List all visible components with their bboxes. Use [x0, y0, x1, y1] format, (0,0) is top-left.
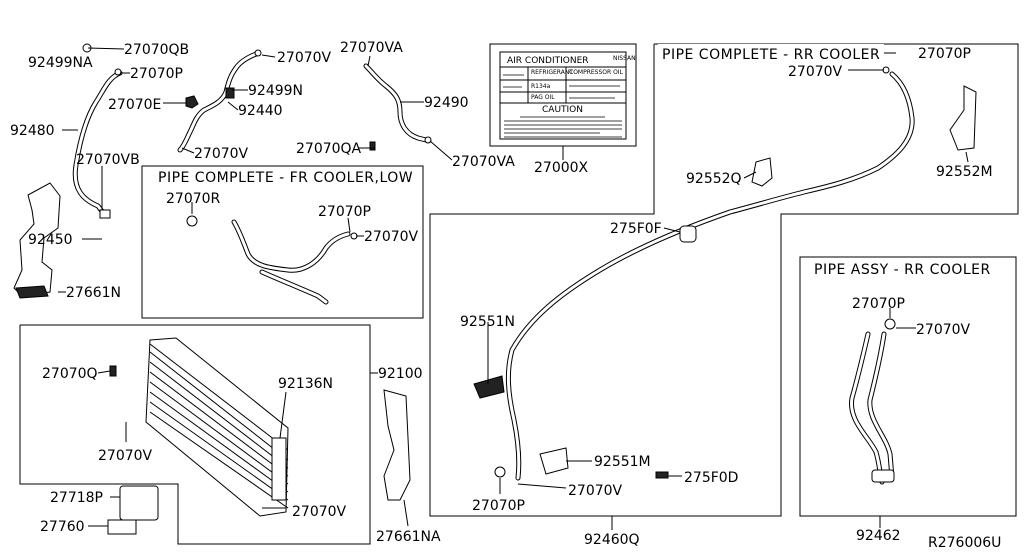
label-92450: 92450	[28, 232, 73, 248]
label-27070v-h: 27070V	[292, 504, 347, 520]
label-27070e: 27070E	[108, 97, 161, 113]
label-27070va-a: 27070VA	[340, 40, 403, 56]
label-27760: 27760	[40, 519, 85, 535]
label-27661n: 27661N	[66, 285, 121, 301]
label-27070r: 27070R	[166, 191, 221, 207]
ac-label-row1: R134a	[531, 83, 551, 90]
pipe-92480-drawing	[72, 43, 123, 219]
label-27718p: 27718P	[50, 490, 103, 506]
bracket-92552q-drawing	[751, 157, 773, 187]
rr-pipe-assy-box: PIPE ASSY - RR COOLER	[799, 256, 1017, 517]
label-27070vb: 27070VB	[76, 152, 140, 168]
bolt-275f0d-drawing	[655, 471, 669, 479]
leader-lines	[58, 47, 969, 530]
rr-cooler-title: PIPE COMPLETE - RR COOLER	[662, 47, 880, 63]
label-92499n: 92499N	[248, 83, 303, 99]
label-92552m: 92552M	[936, 164, 993, 180]
clamp-275f0f-drawing	[679, 225, 697, 243]
label-27070qb: 27070QB	[124, 42, 189, 58]
bracket-27718p-drawing	[107, 485, 159, 535]
ac-label-brand: NISSAN	[613, 55, 636, 62]
label-27661na: 27661NA	[376, 529, 441, 545]
condenser-drawing	[109, 337, 289, 517]
label-27070v-d: 27070V	[788, 64, 843, 80]
ac-label-row2: PAG OIL	[531, 94, 555, 101]
label-27070p-c: 27070P	[918, 46, 971, 62]
label-92551m: 92551M	[594, 454, 651, 470]
condenser-box	[19, 324, 371, 545]
label-27070p-b: 27070P	[318, 204, 371, 220]
rr-cooler-box: PIPE COMPLETE - RR COOLER	[429, 43, 1019, 517]
diagram-ref-code: R276006U	[928, 535, 1001, 551]
label-92499na: 92499NA	[28, 55, 93, 71]
label-27000x: 27000X	[534, 160, 589, 176]
label-27070q: 27070Q	[42, 366, 98, 382]
fr-cooler-box: PIPE COMPLETE - FR COOLER,LOW	[141, 165, 424, 319]
label-27070qa: 27070QA	[296, 141, 362, 157]
ac-label: AIR CONDITIONER NISSAN REFRIGERANT COMPR…	[489, 43, 637, 147]
ac-label-col2: COMPRESSOR OIL	[569, 69, 624, 76]
bracket-92551n-drawing	[473, 375, 505, 399]
part-labels: 27070QB 92499NA 27070P 27070E 92480 2707…	[10, 40, 1001, 551]
label-92460q: 92460Q	[584, 532, 640, 548]
bracket-92551m-drawing	[539, 447, 569, 475]
ac-label-col1: REFRIGERANT	[531, 69, 573, 76]
ac-label-caution: CAUTION	[542, 105, 583, 115]
pipe-assy-92462-drawing	[849, 318, 896, 485]
label-27070v-e: 27070V	[568, 483, 623, 499]
label-92462: 92462	[856, 528, 901, 544]
label-27070v-g: 27070V	[98, 448, 153, 464]
label-275f0d: 275F0D	[684, 470, 738, 486]
label-27070v-c: 27070V	[364, 229, 419, 245]
block-27070e-drawing	[185, 95, 199, 109]
pipe-fr-cooler-drawing	[186, 215, 358, 305]
pipe-92490-drawing	[363, 63, 432, 151]
label-27070v-f: 27070V	[916, 322, 971, 338]
ac-label-title: AIR CONDITIONER	[507, 56, 589, 66]
bracket-27661n-drawing	[13, 182, 61, 299]
label-27070v-a: 27070V	[277, 50, 332, 66]
label-27070p-a: 27070P	[130, 66, 183, 82]
fr-cooler-title: PIPE COMPLETE - FR COOLER,LOW	[158, 170, 413, 186]
bracket-92552m-drawing	[949, 85, 977, 151]
bracket-27661na-drawing	[383, 389, 411, 501]
label-92100: 92100	[378, 366, 423, 382]
label-92440: 92440	[238, 103, 283, 119]
label-92480: 92480	[10, 123, 55, 139]
pipe-92440-drawing	[177, 49, 262, 153]
pipe-rr-cooler-drawing	[494, 66, 915, 481]
label-275f0f: 275F0F	[610, 221, 662, 237]
label-27070v-b: 27070V	[194, 146, 249, 162]
label-92490: 92490	[424, 95, 469, 111]
label-92136n: 92136N	[278, 376, 333, 392]
label-27070va-b: 27070VA	[452, 154, 515, 170]
label-92551n: 92551N	[460, 314, 515, 330]
label-92552q: 92552Q	[686, 171, 742, 187]
label-27070p-d: 27070P	[472, 498, 525, 514]
rr-pipe-assy-title: PIPE ASSY - RR COOLER	[814, 262, 991, 278]
label-27070p-e: 27070P	[852, 296, 905, 312]
